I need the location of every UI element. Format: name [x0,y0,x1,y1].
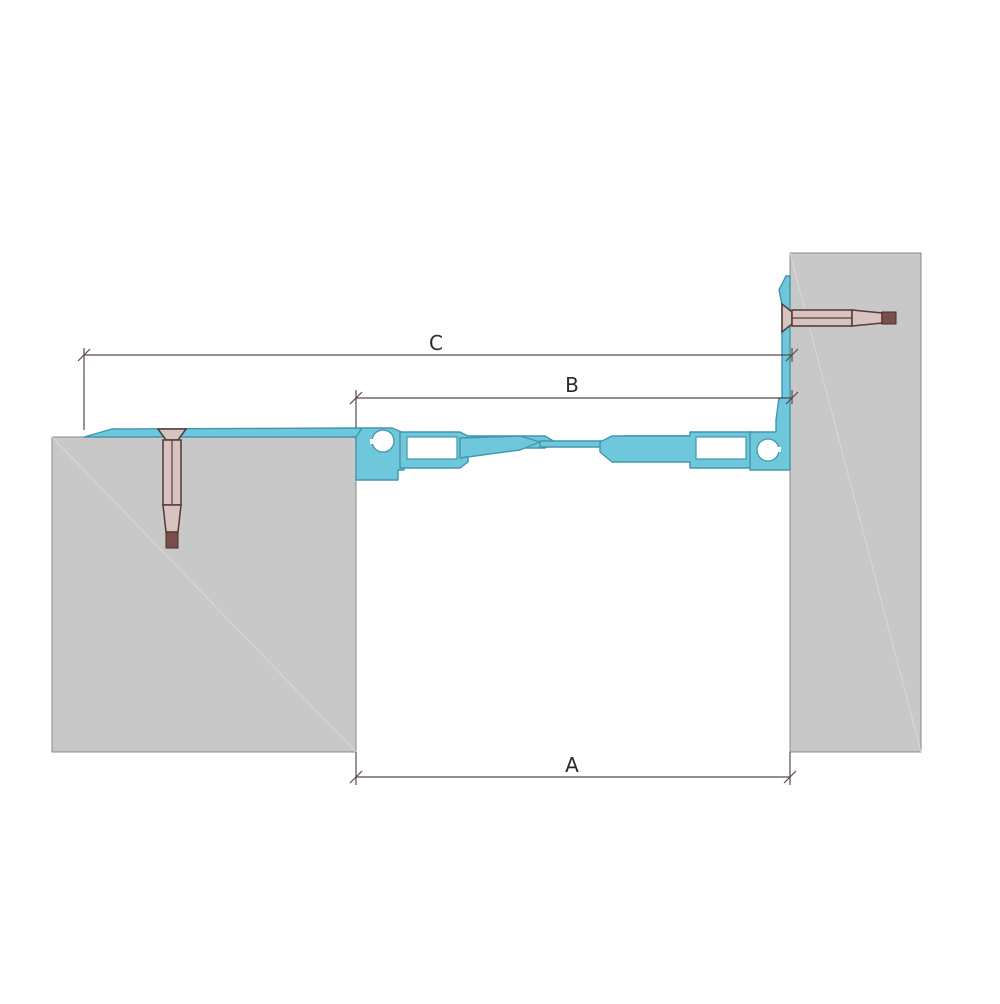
dimension-a-label: A [565,753,579,777]
wall-anchor-icon [781,302,897,334]
joint-profile [83,275,791,481]
left-concrete-slab [51,436,357,753]
dimension-c: C [77,331,799,430]
dimension-b: B [349,373,799,428]
right-concrete-wall [789,252,922,753]
left-tongue [459,435,541,459]
dimension-c-label: C [429,331,443,355]
right-chamber-slot [695,436,747,460]
left-chamber-slot [406,436,458,460]
dimension-b-label: B [565,373,579,397]
dimension-a: A [349,752,797,785]
floor-anchor-icon [156,428,188,549]
right-angle-profile [749,275,791,471]
